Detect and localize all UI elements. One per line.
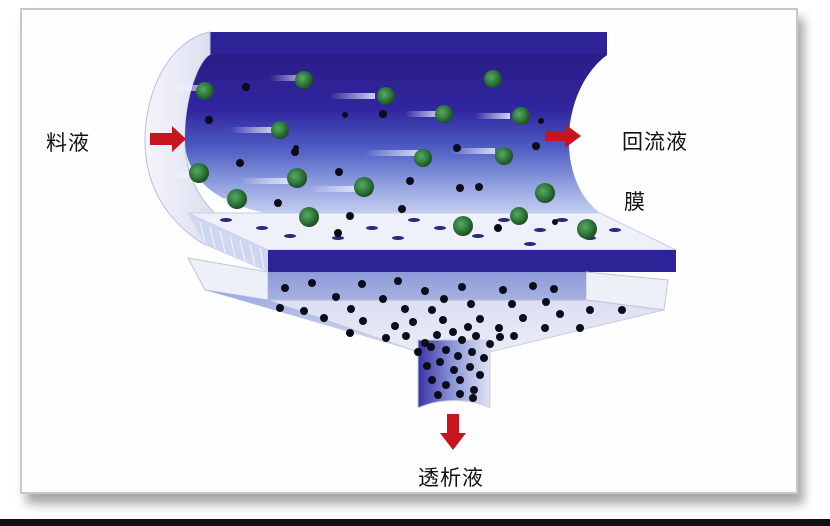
feed-arrow-icon [150, 126, 186, 152]
permeate-arrow-icon [440, 414, 466, 450]
membrane-slab [268, 250, 676, 272]
label-feed: 料液 [46, 131, 90, 155]
label-retentate: 回流液 [622, 130, 688, 154]
membrane-surface [187, 212, 677, 251]
membrane-edge-hatched [188, 213, 268, 272]
label-membrane: 膜 [624, 190, 646, 214]
small-particles-permeate [276, 277, 626, 402]
bottom-divider [0, 519, 830, 526]
label-permeate: 透析液 [418, 466, 484, 490]
tube-top-wall [210, 32, 607, 55]
large-particles [189, 70, 597, 239]
retentate-arrow-icon [545, 124, 581, 148]
flow-streaks [170, 75, 510, 204]
small-particles-feed [205, 83, 558, 237]
